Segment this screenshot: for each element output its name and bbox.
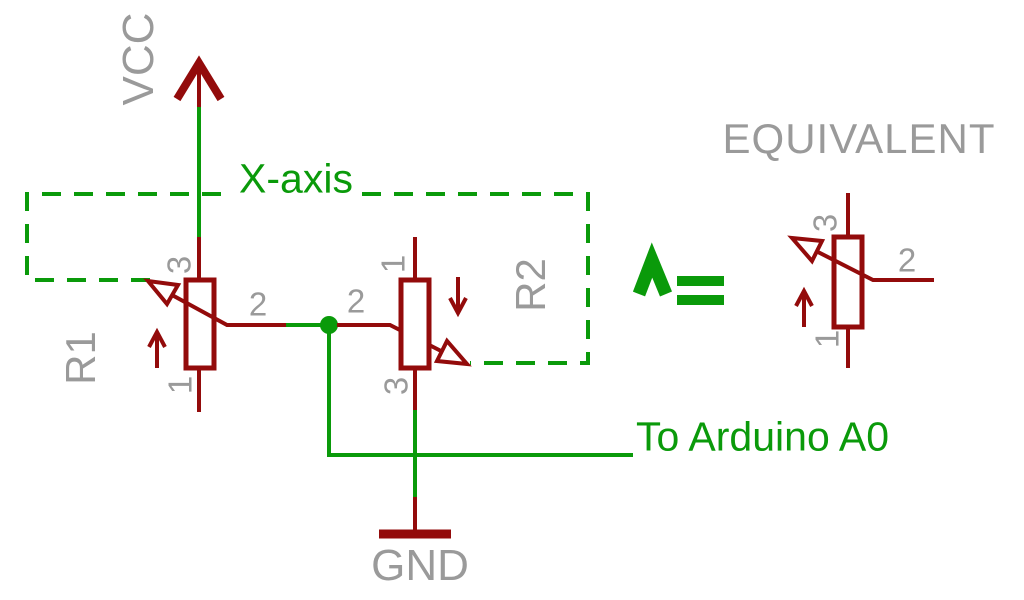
eq-pin1-label: 1: [808, 329, 846, 349]
eq-body: [831, 234, 865, 330]
r1-pin2-label: 2: [248, 285, 268, 323]
equivalent-potentiometer: [787, 193, 934, 368]
gnd-label: GND: [371, 541, 469, 590]
wire-a0-net: [327, 332, 633, 457]
r2-pin3-label: 3: [377, 376, 415, 396]
r2-pin1-label: 1: [374, 254, 412, 274]
r1-pin3-label: 3: [160, 255, 198, 275]
junction-dot: [320, 316, 338, 334]
eq-direction-up-arrow-icon: [794, 286, 814, 327]
equivalent-label: EQUIVALENT: [722, 115, 996, 162]
x-axis-dashed-box: [25, 192, 590, 365]
vcc-label: VCC: [114, 12, 163, 106]
vcc-arrow-icon: [173, 55, 225, 107]
eq-wiper-line: [815, 249, 934, 282]
r1-body: [183, 277, 217, 371]
r2-pin2-label: 2: [346, 282, 366, 320]
r2-direction-down-arrow-icon: [448, 277, 468, 318]
to-arduino-a0-label: To Arduino A0: [636, 413, 890, 460]
equivalence-symbol-icon: [632, 242, 724, 305]
r2-wiper-arrowhead-icon: [433, 337, 472, 367]
r2-potentiometer: [337, 237, 472, 410]
r1-direction-up-arrow-icon: [147, 327, 167, 368]
r1-wiper-line: [171, 293, 286, 327]
r1-pin1-label: 1: [161, 375, 199, 395]
eq-pin3-label: 3: [806, 213, 844, 233]
r2-body: [398, 277, 432, 371]
eq-wiper-arrowhead-icon: [787, 235, 826, 265]
r1-wiper-arrowhead-icon: [143, 278, 182, 308]
x-axis-label: X-axis: [233, 158, 359, 200]
eq-pin2-label: 2: [897, 241, 917, 279]
r1-potentiometer: [143, 237, 286, 412]
r2-name-label: R2: [507, 258, 554, 312]
r1-name-label: R1: [57, 331, 104, 385]
gnd-symbol-icon: [379, 497, 451, 539]
